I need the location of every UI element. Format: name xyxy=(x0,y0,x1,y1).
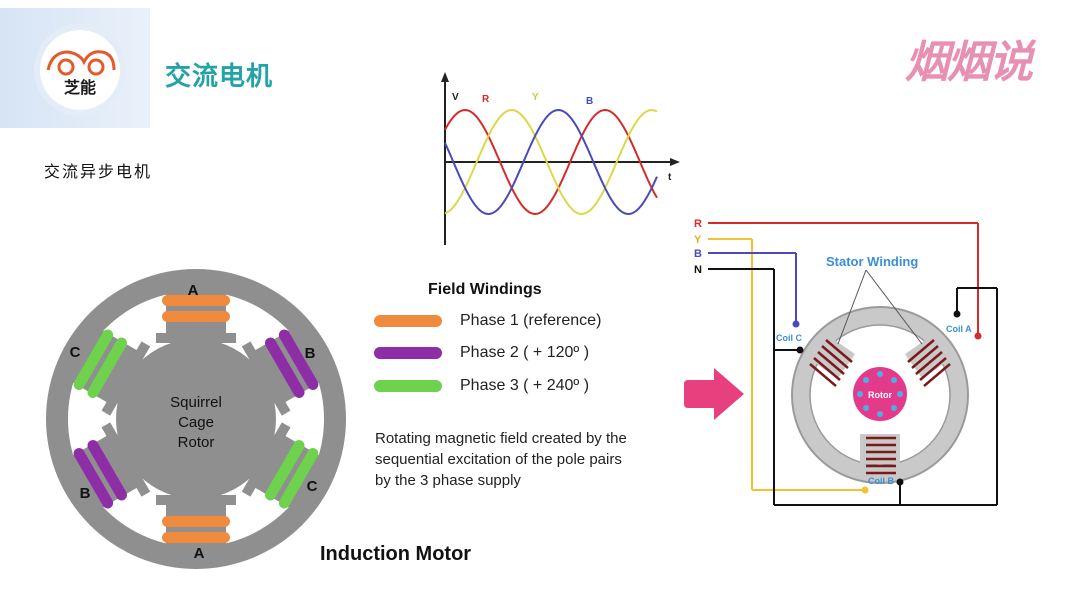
wave-y xyxy=(444,108,658,216)
winding-coil xyxy=(265,337,305,398)
winding-coil xyxy=(87,337,127,398)
phase-label-y: Y xyxy=(532,92,539,103)
x-axis-arrow-icon xyxy=(670,158,680,166)
x-axis-label: t xyxy=(668,172,672,183)
rotor-label-line-1: Squirrel xyxy=(170,394,222,411)
legend-swatch-phase-2 xyxy=(374,347,442,359)
winding-coil xyxy=(278,329,319,390)
winding-coil xyxy=(162,516,230,527)
wave-r xyxy=(444,108,658,216)
legend-description: Rotating magnetic field created by the s… xyxy=(375,430,627,489)
legend-swatch-phase-3 xyxy=(374,380,442,392)
wave-series xyxy=(444,108,658,216)
line-label-b: B xyxy=(694,248,702,260)
line-label-r: R xyxy=(694,218,702,230)
legend-label-phase-2: Phase 2 ( + 120º ) xyxy=(460,344,590,361)
line-label-y: Y xyxy=(694,234,702,246)
coil-b-label: Coil B xyxy=(868,476,894,486)
rotor-label-line-2: Cage xyxy=(178,414,214,431)
wave-b xyxy=(444,108,658,216)
motor-title: Induction Motor xyxy=(320,543,472,565)
logo-car-icon xyxy=(46,50,116,76)
induction-motor-diagram: Squirrel Cage Rotor A B C A B C xyxy=(46,269,346,569)
y-axis-label: V xyxy=(452,92,459,103)
winding-coil xyxy=(162,532,230,543)
phase-label-b: B xyxy=(586,96,593,107)
coil-c-label: Coil C xyxy=(776,333,802,343)
legend-title: Field Windings xyxy=(428,281,542,298)
pole-label-b-left: B xyxy=(80,485,91,502)
stator-rotor-label: Rotor xyxy=(868,390,892,400)
coil-a-winding xyxy=(907,339,951,387)
logo-text: 芝能 xyxy=(63,78,96,97)
logo xyxy=(34,24,126,116)
stator-winding-title: Stator Winding xyxy=(826,254,918,269)
coil-c-winding xyxy=(809,339,853,387)
winding-coil xyxy=(87,440,127,501)
legend-swatch-phase-1 xyxy=(374,315,442,327)
coil-b-winding xyxy=(866,436,896,475)
pole-label-c-right: C xyxy=(307,478,318,495)
winding-coil xyxy=(73,329,114,390)
winding-coil xyxy=(162,311,230,322)
winding-coil xyxy=(73,448,114,509)
legend-label-phase-1: Phase 1 (reference) xyxy=(460,312,602,329)
coil-a-label: Coil A xyxy=(946,324,972,334)
winding-coil xyxy=(265,440,305,501)
y-axis-arrow-icon xyxy=(441,72,449,82)
winding-coil xyxy=(162,295,230,306)
pole-label-a-bottom: A xyxy=(194,545,205,562)
brand-watermark: 烟烟说 xyxy=(905,37,1033,88)
stator-winding-diagram: R Y B N Rotor Stator Winding Coil A Coil… xyxy=(694,218,998,506)
rotor-label-line-3: Rotor xyxy=(178,434,215,451)
page-subtitle: 交流异步电机 xyxy=(44,162,153,181)
pole-label-c-left: C xyxy=(70,344,81,361)
winding-coil xyxy=(278,448,319,509)
rotor xyxy=(116,339,276,499)
rotor-bars xyxy=(857,371,903,417)
arrow-right-icon xyxy=(684,368,744,420)
field-windings xyxy=(73,295,319,543)
three-phase-waveform: V t R Y B xyxy=(441,72,680,245)
legend-label-phase-3: Phase 3 ( + 240º ) xyxy=(460,377,590,394)
pole-label-a-top: A xyxy=(188,282,199,299)
line-label-n: N xyxy=(694,264,702,276)
pole-label-b-right: B xyxy=(305,345,316,362)
page-title: 交流电机 xyxy=(165,62,274,92)
phase-label-r: R xyxy=(482,94,490,105)
